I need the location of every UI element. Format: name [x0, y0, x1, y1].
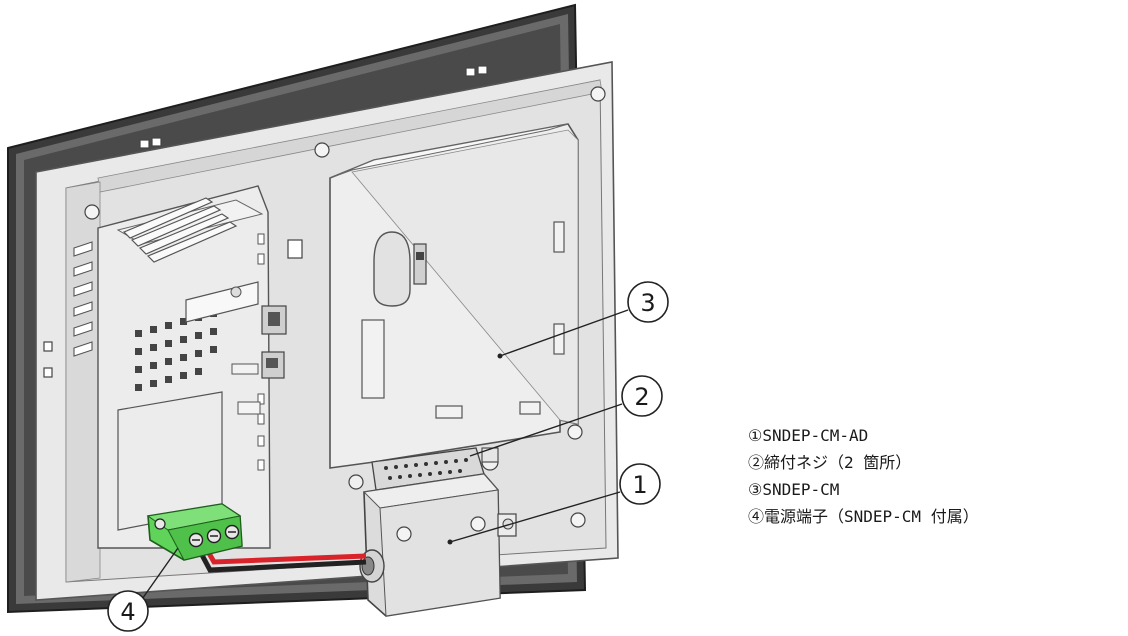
- callout-4: 4: [107, 590, 149, 632]
- legend-item-2: ②締付ネジ（2 箇所）: [748, 453, 912, 472]
- callout-2-number: 2: [634, 383, 649, 411]
- legend-item-1: ①SNDEP-CM-AD: [748, 426, 869, 445]
- parts-legend: ①SNDEP-CM-AD ②締付ネジ（2 箇所） ③SNDEP-CM ④電源端子…: [748, 422, 1120, 530]
- callout-1: 1: [619, 463, 661, 505]
- callout-3: 3: [627, 281, 669, 323]
- left-module: [73, 185, 303, 549]
- leader-line-1: [449, 491, 621, 543]
- d-sub-connector: [348, 447, 499, 491]
- leader-line-4: [139, 547, 179, 603]
- callout-4-number: 4: [120, 598, 135, 626]
- callout-1-number: 1: [632, 471, 647, 499]
- power-terminal-block: [146, 503, 243, 561]
- leader-line-2: [469, 403, 623, 457]
- legend-item-4: ④電源端子（SNDEP-CM 付属）: [748, 507, 979, 526]
- sndep-cm-ad-adapter: [359, 473, 517, 617]
- leader-dot-1: [447, 539, 453, 545]
- legend-item-3: ③SNDEP-CM: [748, 480, 840, 499]
- callout-3-number: 3: [640, 289, 655, 317]
- leader-line-3: [499, 309, 629, 357]
- callout-2: 2: [621, 375, 663, 417]
- leader-lines: [139, 309, 629, 603]
- leader-dot-3: [497, 353, 503, 359]
- sndep-cm-module: [329, 123, 579, 469]
